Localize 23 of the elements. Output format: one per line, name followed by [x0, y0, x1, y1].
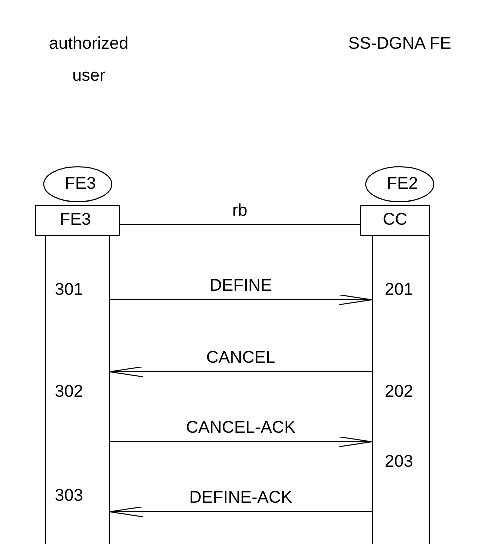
step-number: 302	[55, 382, 84, 402]
message-arrow	[110, 366, 372, 378]
entity-name: FE2	[387, 174, 418, 194]
entity-name: CC	[383, 210, 408, 230]
step-number: 201	[385, 280, 414, 300]
message-arrow	[110, 506, 372, 518]
lifeline-bar	[372, 236, 430, 544]
entity-ellipse	[43, 166, 113, 203]
connector-line	[120, 224, 360, 226]
entity-name: FE3	[60, 210, 92, 230]
step-number: 303	[55, 486, 84, 506]
step-number: 301	[55, 280, 84, 300]
entity-box	[35, 205, 120, 236]
entity-box	[360, 205, 430, 236]
entity-name: FE3	[65, 174, 96, 194]
step-number: 202	[385, 382, 414, 402]
participant-heading: authorized user	[48, 33, 130, 87]
participant-heading: SS-DGNA FE	[348, 33, 452, 55]
entity-ellipse	[365, 166, 435, 203]
message-arrow	[110, 436, 372, 448]
step-number: 203	[385, 452, 414, 472]
lifeline-bar	[45, 236, 110, 544]
message-arrow	[110, 294, 372, 306]
